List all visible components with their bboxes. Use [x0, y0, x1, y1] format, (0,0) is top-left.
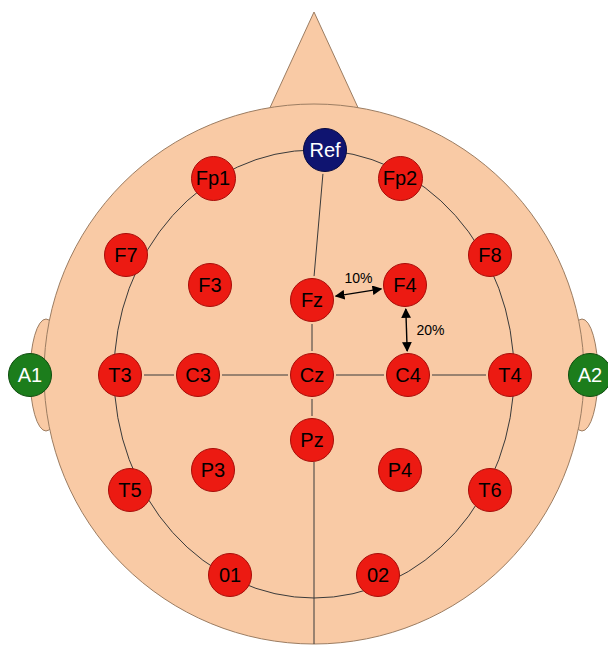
electrode-circle: Pz	[290, 418, 334, 462]
guide-line	[336, 375, 384, 376]
electrode-label: T3	[108, 365, 131, 385]
electrode-label: T6	[478, 480, 501, 500]
electrode-circle: 02	[356, 553, 400, 597]
electrode-label: F7	[114, 245, 137, 265]
guide-line	[312, 399, 313, 416]
electrode-label: P3	[201, 460, 225, 480]
electrode-label: C4	[395, 365, 421, 385]
electrode-circle: Cz	[290, 353, 334, 397]
electrode-label: T4	[498, 365, 521, 385]
electrode-circle: F8	[468, 233, 512, 277]
electrode-circle: F4	[383, 263, 427, 307]
electrode-label: F3	[198, 275, 221, 295]
electrode-circle: 01	[208, 553, 252, 597]
electrode-label: A1	[18, 365, 42, 385]
electrode-label: F4	[393, 275, 416, 295]
electrode-circle: Fp1	[191, 156, 236, 201]
electrode-label: Ref	[309, 140, 340, 160]
nose	[268, 12, 360, 112]
electrode-label: Fz	[301, 290, 323, 310]
electrode-label: F8	[478, 245, 501, 265]
electrode-label: A2	[578, 365, 602, 385]
electrode-circle: T3	[98, 353, 142, 397]
guide-line	[312, 324, 313, 351]
distance-label: 20%	[414, 322, 446, 338]
electrode-circle: A2	[568, 353, 608, 397]
head-outline	[44, 104, 584, 644]
electrode-label: Pz	[300, 430, 323, 450]
distance-arrow	[336, 289, 382, 296]
electrode-circle: F7	[104, 233, 148, 277]
electrode-label: 01	[219, 565, 241, 585]
electrode-circle: Fz	[290, 278, 334, 322]
electrode-circle: A1	[8, 353, 52, 397]
distance-label: 10%	[342, 270, 374, 286]
electrode-circle: T4	[488, 353, 532, 397]
electrode-circle: C3	[176, 353, 220, 397]
electrode-label: Cz	[300, 365, 324, 385]
guide-line	[144, 375, 174, 376]
electrode-circle: Fp2	[378, 156, 423, 201]
electrode-label: P4	[388, 460, 412, 480]
electrode-circle: Ref	[303, 128, 347, 172]
electrode-circle: P3	[191, 448, 235, 492]
electrode-label: T5	[118, 480, 141, 500]
electrode-label: C3	[185, 365, 211, 385]
guide-line	[314, 174, 323, 276]
electrode-circle: C4	[386, 353, 430, 397]
electrode-circle: P4	[378, 448, 422, 492]
electrode-label: Fp2	[383, 168, 417, 188]
guide-line	[432, 375, 486, 376]
guide-line	[222, 375, 288, 376]
electrode-circle: T6	[468, 468, 512, 512]
electrode-circle: T5	[108, 468, 152, 512]
electrode-label: Fp1	[196, 168, 230, 188]
distance-arrow	[406, 309, 407, 351]
electrode-circle: F3	[188, 263, 232, 307]
midline	[314, 462, 315, 644]
electrode-label: 02	[367, 565, 389, 585]
